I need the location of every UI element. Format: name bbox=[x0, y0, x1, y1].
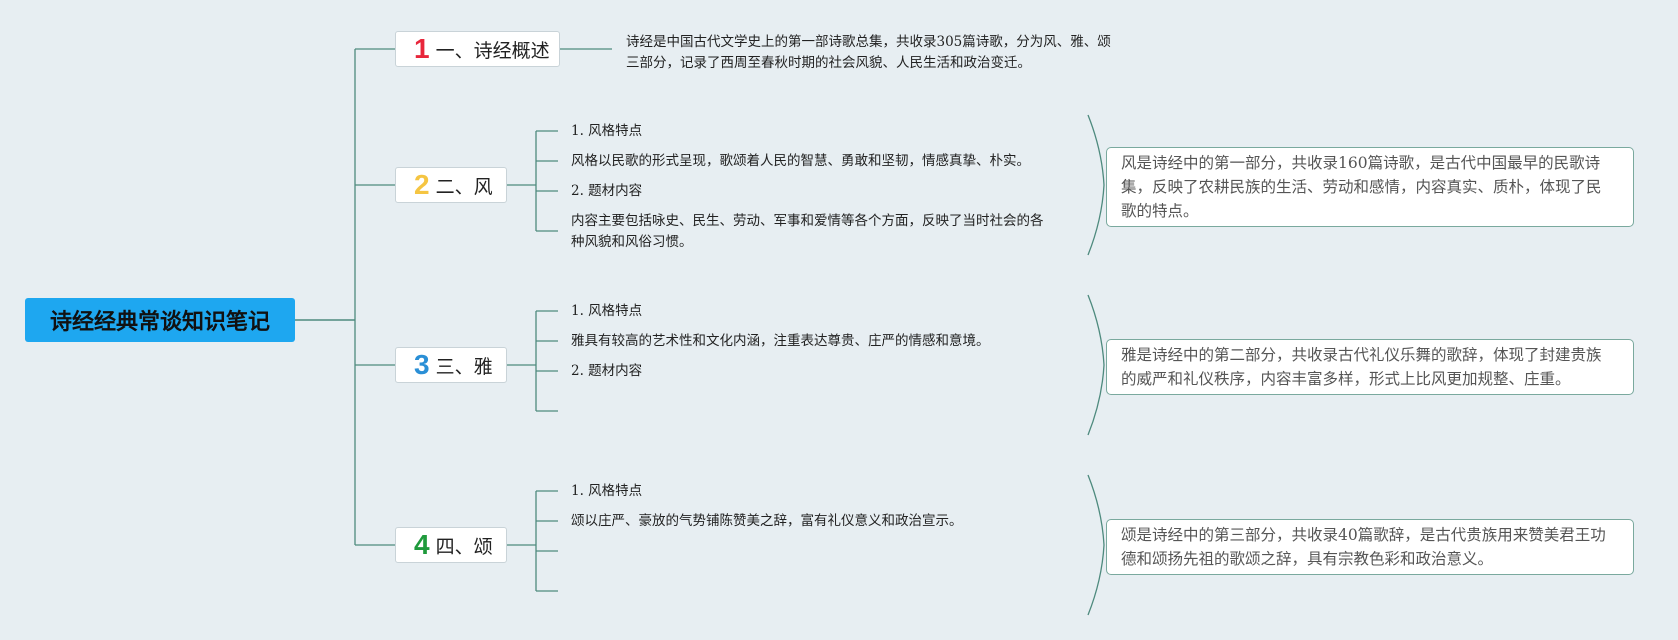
number-2: 2 bbox=[414, 169, 430, 200]
summary-box: 风是诗经中的第一部分，共收录160篇诗歌，是古代中国最早的民歌诗 集，反映了农耕… bbox=[1106, 147, 1634, 227]
summary-box: 颂是诗经中的第三部分，共收录40篇歌辞，是古代贵族用来赞美君王功 德和颂扬先祖的… bbox=[1106, 519, 1634, 575]
summary-brace-3 bbox=[1087, 294, 1105, 436]
leaf-item: 1. 风格特点 bbox=[571, 303, 643, 319]
branch-feng[interactable]: 2 二、风 bbox=[395, 167, 507, 203]
branch-title: 三、雅 bbox=[435, 355, 493, 378]
leaf-item: 2. 题材内容 bbox=[571, 183, 643, 199]
branch-overview[interactable]: 1 一、诗经概述 bbox=[395, 31, 560, 67]
branch-song[interactable]: 4 四、颂 bbox=[395, 527, 507, 563]
number-3: 3 bbox=[414, 349, 430, 380]
root-title: 诗经经典常谈知识笔记 bbox=[49, 310, 270, 335]
leaf-item: 内容主要包括咏史、民生、劳动、军事和爱情等各个方面，反映了当时社会的各 种风貌和… bbox=[571, 213, 1044, 250]
leaf-item: 1. 风格特点 bbox=[571, 123, 643, 139]
leaf-item: 颂以庄严、豪放的气势铺陈赞美之辞，富有礼仪意义和政治宣示。 bbox=[571, 513, 963, 529]
summary-box: 雅是诗经中的第二部分，共收录古代礼仪乐舞的歌辞，体现了封建贵族 的威严和礼仪秩序… bbox=[1106, 339, 1634, 395]
leaf-item: 风格以民歌的形式呈现，歌颂着人民的智慧、勇敢和坚韧，情感真挚、朴实。 bbox=[571, 153, 1030, 169]
summary-brace-4 bbox=[1087, 474, 1105, 616]
number-4: 4 bbox=[414, 529, 430, 560]
root-topic[interactable]: 诗经经典常谈知识笔记 bbox=[25, 298, 295, 342]
branch-title: 一、诗经概述 bbox=[435, 39, 550, 62]
branch-ya[interactable]: 3 三、雅 bbox=[395, 347, 507, 383]
number-1: 1 bbox=[414, 33, 430, 64]
leaf-item: 2. 题材内容 bbox=[571, 363, 643, 379]
summary-brace-2 bbox=[1087, 114, 1105, 256]
leaf-item: 雅具有较高的艺术性和文化内涵，注重表达尊贵、庄严的情感和意境。 bbox=[571, 333, 990, 349]
leaf-item: 1. 风格特点 bbox=[571, 483, 643, 499]
branch-title: 四、颂 bbox=[435, 535, 493, 558]
overview-note: 诗经是中国古代文学史上的第一部诗歌总集，共收录305篇诗歌，分为风、雅、颂 三部… bbox=[626, 34, 1111, 71]
branch-title: 二、风 bbox=[435, 175, 493, 198]
